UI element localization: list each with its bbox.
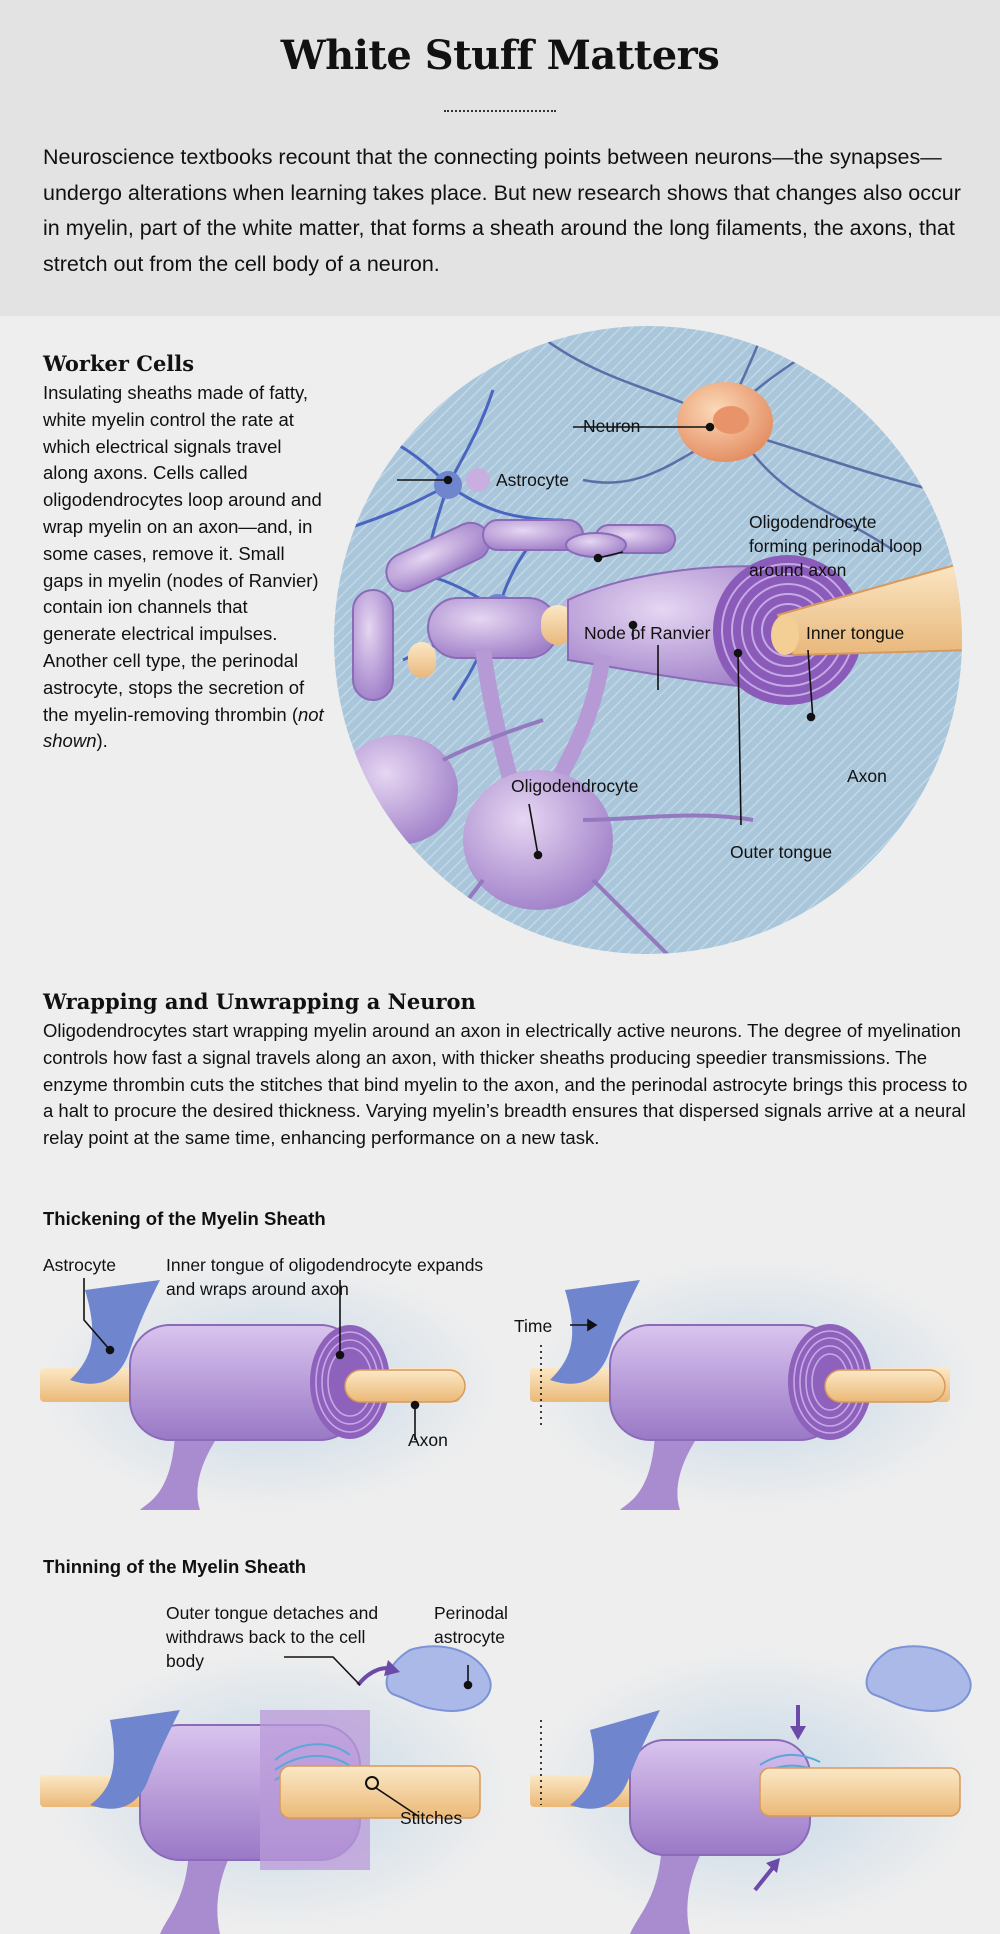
thinning-illustration-after <box>530 1645 980 1934</box>
worker-cells-text-end: ). <box>96 730 108 752</box>
worker-cells-text: Insulating sheaths made of fatty, white … <box>43 382 322 725</box>
wrapping-paragraph: Oligodendrocytes start wrapping myelin a… <box>43 1020 968 1149</box>
label-thin-stitches: Stitches <box>400 1808 463 1828</box>
label-neuron: Neuron <box>583 416 641 436</box>
thickening-heading: Thickening of the Myelin Sheath <box>43 1208 326 1229</box>
thinning-heading: Thinning of the Myelin Sheath <box>43 1556 307 1577</box>
worker-cells-heading: Worker Cells <box>43 351 195 376</box>
label-outer-tongue: Outer tongue <box>730 842 833 862</box>
worker-cells-italic: not shown <box>43 703 324 752</box>
thickening-illustration-after <box>530 1260 980 1510</box>
thinning-illustration-before <box>40 1645 510 1934</box>
label-thick-inner-tongue: Inner tongue of oligodendrocyte expands … <box>166 1255 484 1299</box>
label-time: Time <box>514 1316 553 1336</box>
label-oligodendrocyte: Oligodendrocyte <box>511 776 639 796</box>
label-thin-outer-tongue: Outer tongue detaches and withdraws back… <box>166 1603 379 1671</box>
page-title: White Stuff Matters <box>280 32 720 79</box>
intro-paragraph: Neuroscience textbooks recount that the … <box>43 145 961 276</box>
label-oligo-loop: Oligodendrocyte forming perinodal loop a… <box>749 512 923 580</box>
label-thick-axon: Axon <box>408 1430 448 1450</box>
header-panel: White Stuff Matters Neuroscience textboo… <box>0 0 1000 316</box>
label-astrocyte: Astrocyte <box>496 470 569 490</box>
thickening-illustration-before <box>40 1260 500 1510</box>
label-thick-astrocyte: Astrocyte <box>43 1255 116 1275</box>
title-divider <box>444 110 556 112</box>
worker-cells-paragraph: Insulating sheaths made of fatty, white … <box>43 380 325 755</box>
label-thin-perinodal: Perinodal astrocyte <box>434 1603 508 1647</box>
neuron-circle-illustration <box>334 326 962 954</box>
wrapping-heading: Wrapping and Unwrapping a Neuron <box>43 989 476 1014</box>
label-axon: Axon <box>847 766 887 786</box>
label-inner-tongue: Inner tongue <box>806 623 905 643</box>
label-node-of-ranvier: Node of Ranvier <box>584 623 711 643</box>
